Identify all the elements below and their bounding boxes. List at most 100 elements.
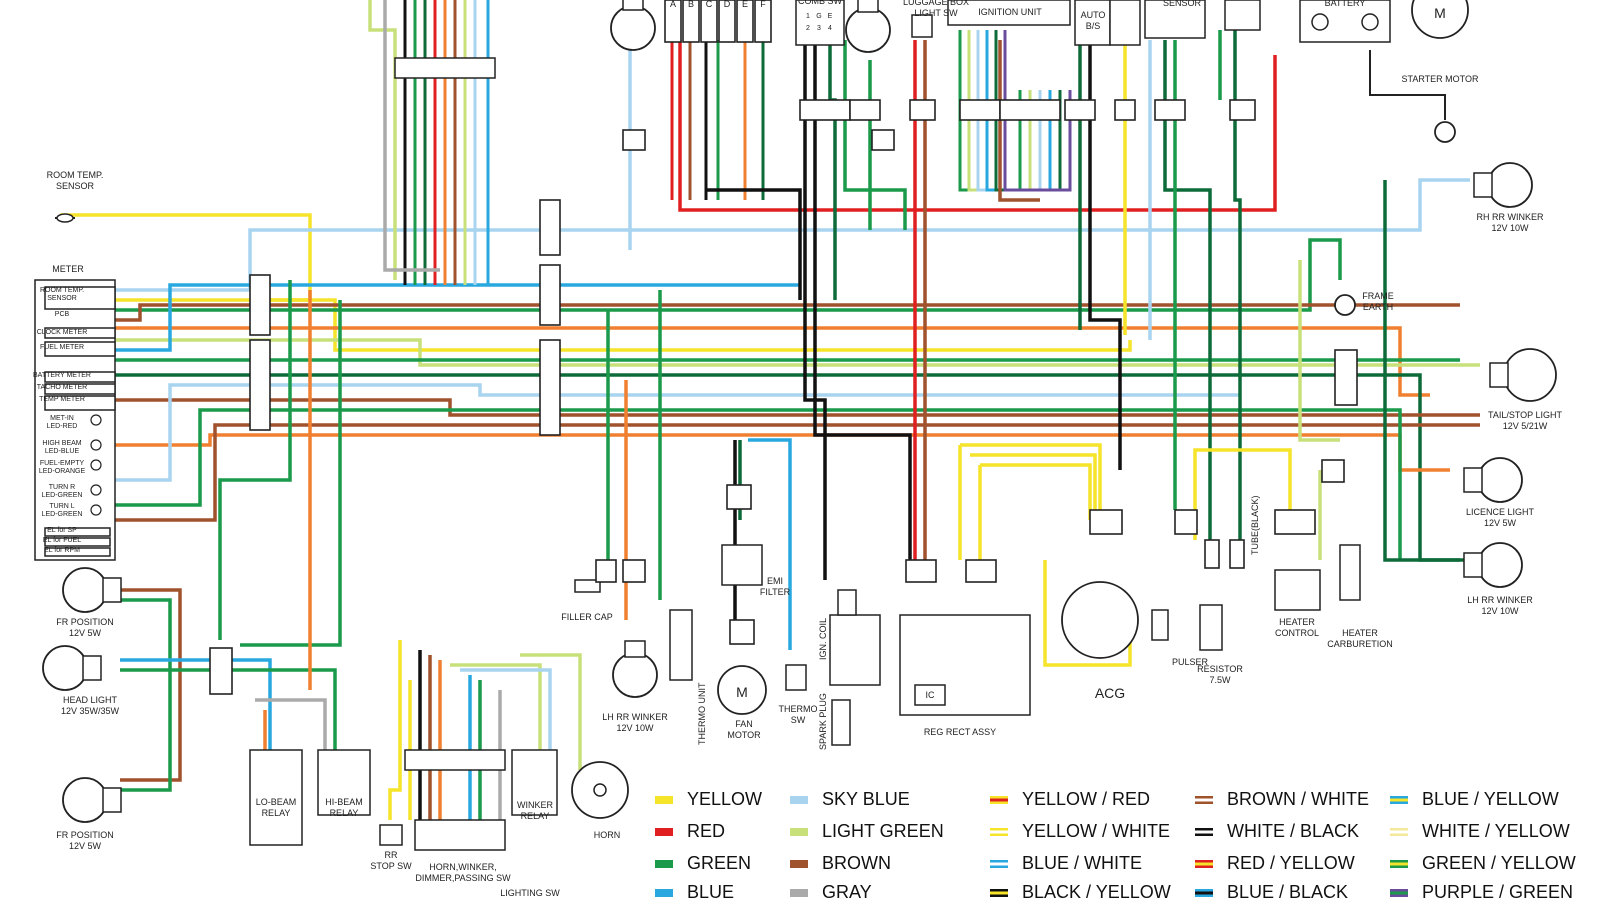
lh-rr-winker-right-bulb-base xyxy=(1463,552,1483,578)
head-blue xyxy=(120,658,272,750)
meter-row-label-1: ROOM TEMP.SENSOR xyxy=(40,287,84,302)
trunk-wire-brown xyxy=(100,303,1460,322)
ignition-unit-label: IGNITION UNIT xyxy=(978,7,1042,17)
resistor-connector xyxy=(1204,539,1220,569)
room-temp-sensor-label: ROOM TEMP.SENSOR xyxy=(47,170,104,191)
top-connector-1 xyxy=(664,0,682,43)
legend-item-black-yellow: BLACK / YELLOW xyxy=(990,882,1171,900)
acg-yellow-1 xyxy=(960,443,1102,510)
lo-beam-relay xyxy=(249,749,303,846)
hi-beam-relay xyxy=(317,749,371,816)
legend-swatch-stripe xyxy=(990,830,1008,834)
pulser xyxy=(1151,609,1169,641)
rrstop-yellow xyxy=(388,640,402,820)
trunk-wire-green xyxy=(100,238,1342,312)
trunk-wire-green xyxy=(100,408,1402,560)
legend-item-red: RED xyxy=(655,821,725,841)
right-green xyxy=(1233,20,1242,540)
meter-row-box-1 xyxy=(44,286,116,310)
horn-label: HORN xyxy=(594,830,621,840)
meter-row-label-3: CLOCK METER xyxy=(37,329,88,336)
upper-connector-7 xyxy=(1114,99,1136,121)
legend-item-yellow-red: YELLOW / RED xyxy=(990,789,1150,809)
legend-swatch-stripe xyxy=(990,891,1008,895)
upper-left-bulb xyxy=(610,5,656,51)
filler-cap-connector xyxy=(595,559,617,583)
meter-el-1 xyxy=(44,527,111,537)
fr-pos-brown xyxy=(120,588,182,782)
legend-swatch-stripe xyxy=(990,798,1008,802)
trunk-wire-skyblue xyxy=(100,178,1470,292)
legend-label: BLUE / YELLOW xyxy=(1422,789,1559,809)
battery-negative-terminal xyxy=(1361,13,1379,31)
licence-light-bulb xyxy=(1477,457,1523,503)
head-light-connector xyxy=(209,647,233,695)
upper-connector-9 xyxy=(1229,99,1256,121)
meter-row-label-14: EL for FUEL xyxy=(43,537,81,544)
legend-swatch-stripe xyxy=(1195,830,1213,834)
legend-swatch-stripe xyxy=(1390,862,1408,866)
legend-item-sky-blue: SKY BLUE xyxy=(790,789,910,809)
tail-lightgreen xyxy=(1298,260,1340,442)
comb-pin-5: 3 xyxy=(817,25,821,32)
trunk-connector-5 xyxy=(539,339,561,436)
legend-swatch-stripe xyxy=(1390,830,1408,834)
horn-center xyxy=(593,783,607,797)
meter-row-label-7: TEMP METER xyxy=(39,396,85,403)
reg-rect-connector-right xyxy=(965,559,997,583)
comb-switch xyxy=(795,0,845,46)
fan-motor-symbol: M xyxy=(736,684,748,700)
legend-label: YELLOW xyxy=(687,789,762,809)
legend-swatch xyxy=(790,860,808,868)
acg-label: ACG xyxy=(1095,685,1125,701)
legend-item-light-green: LIGHT GREEN xyxy=(790,821,944,841)
legend-item-brown-white: BROWN / WHITE xyxy=(1195,789,1369,809)
auto-bs-black xyxy=(1088,40,1122,470)
legend-swatch xyxy=(790,796,808,804)
head-light-bulb xyxy=(42,645,88,691)
sensor-block xyxy=(1144,0,1206,39)
comb-pin-1: 1 xyxy=(806,13,810,20)
rh-rr-winker-bulb xyxy=(1487,162,1533,208)
legend-label: YELLOW / WHITE xyxy=(1022,821,1170,841)
legend-swatch-stripe xyxy=(1390,891,1408,895)
trunk-connector-2 xyxy=(249,339,271,431)
filler-cap xyxy=(574,579,601,593)
top-connector-2 xyxy=(682,0,700,43)
legend-label: GRAY xyxy=(822,882,872,900)
ign-coil-label: IGN. COIL xyxy=(818,618,828,660)
meter-row-box-6 xyxy=(44,395,116,411)
horn-lightgreen xyxy=(520,653,582,770)
legend-label: WHITE / YELLOW xyxy=(1422,821,1570,841)
legend-item-gray: GRAY xyxy=(790,882,872,900)
luggage-light-switch xyxy=(911,14,933,38)
thermo-unit xyxy=(669,609,693,681)
starter-motor-icon xyxy=(1411,0,1469,39)
meter-led-2 xyxy=(90,439,102,451)
connector-letter-F: F xyxy=(760,0,766,9)
reg-rect-connector-left xyxy=(905,559,937,583)
legend-label: SKY BLUE xyxy=(822,789,910,809)
acg-yellow-3 xyxy=(980,463,1092,520)
legend-label: BROWN / WHITE xyxy=(1227,789,1369,809)
ignition-coil-cap xyxy=(837,589,857,616)
fr-position-top-bulb-base xyxy=(102,577,122,603)
tail-stop-light-bulb-base xyxy=(1489,362,1509,388)
lighting-sw-label: LIGHTING SW xyxy=(500,888,560,898)
reg-rect-label: REG RECT ASSY xyxy=(924,727,996,737)
winker-relay xyxy=(511,749,558,816)
legend-item-blue: BLUE xyxy=(655,882,734,900)
